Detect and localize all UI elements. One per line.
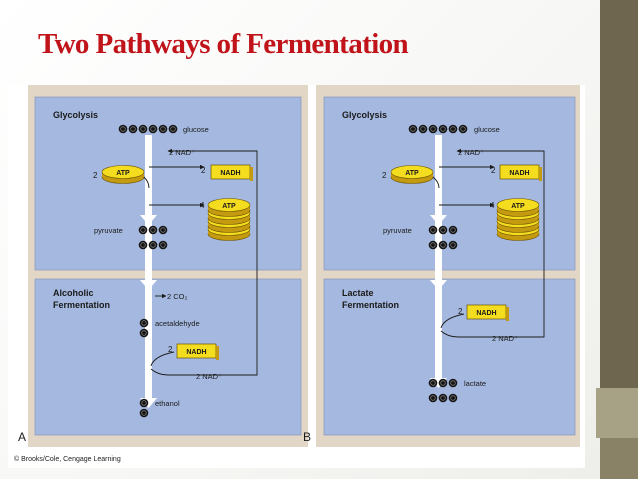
fermentation-diagram: Glycolysis glucose 2 NAD⁺ 2 ATP 2 NADH 4 [28,85,580,447]
ferm-nadh-count-b: 2 [458,307,463,316]
glycolysis-label-b: Glycolysis [342,110,387,120]
panel-a: Glycolysis glucose 2 NAD⁺ 2 ATP 2 NADH 4 [28,85,308,447]
atp-input-arrow-b [432,176,440,189]
nadh-label-a: NADH [220,170,240,177]
glycolysis-label-a: Glycolysis [53,110,98,120]
fermentation-box-b [323,278,576,436]
ferm-nadh-label-a: NADH [186,349,206,356]
atp-out-label-a: ATP [222,203,236,210]
nad-in-label-b: 2 NAD⁺ [458,148,484,157]
nadh-count-b: 2 [491,166,496,175]
atp-input-label-a: ATP [116,170,130,177]
atp-out-count-b: 4 [490,201,495,210]
panel-b: Glycolysis glucose 2 NAD⁺ 2 ATP 2 NADH 4 [316,85,580,447]
fermentation-figure: Glycolysis glucose 2 NAD⁺ 2 ATP 2 NADH 4 [8,85,585,468]
side-accent-block [596,388,638,438]
atp-out-count-a: 4 [200,201,205,210]
ferm-nadh-label-b: NADH [476,310,496,317]
flow-arrow-a [145,135,152,400]
nad-return-arrow-a [167,148,258,158]
pyruvate-label-a: pyruvate [94,226,123,235]
atp-input-label-b: ATP [405,170,419,177]
fermentation-label-b-line1: Lactate [342,288,374,298]
fermentation-label-a-line1: Alcoholic [53,288,94,298]
side-accent-bottom [600,438,638,479]
ferm-nadh-arrow-a [150,351,175,367]
glycolysis-box-b [323,96,576,271]
ferm-nadh-count-a: 2 [168,345,173,354]
nadh-count-a: 2 [201,166,206,175]
nad-out-label-b: 2 NAD⁺ [492,334,518,343]
lactate-label-b: lactate [464,379,486,388]
nad-out-label-a: 2 NAD⁺ [196,372,222,381]
nad-in-label-a: 2 NAD⁺ [169,148,195,157]
nadh-label-b: NADH [509,170,529,177]
atp-count-b: 2 [382,171,387,180]
glucose-label-a: glucose [183,125,209,134]
glycolysis-box-a [34,96,302,271]
pyruvate-label-b: pyruvate [383,226,412,235]
acetaldehyde-label-a: acetaldehyde [155,319,200,328]
image-credit: © Brooks/Cole, Cengage Learning [14,456,121,463]
panel-a-letter: A [18,430,27,444]
fermentation-label-a-line2: Fermentation [53,300,110,310]
ethanol-label-a: ethanol [155,399,180,408]
ferm-nadh-arrow-b [440,313,465,329]
slide-title: Two Pathways of Fermentation [38,28,409,60]
atp-out-label-b: ATP [511,203,525,210]
panel-b-letter: B [303,430,312,444]
nad-return-arrow-b [456,148,545,158]
atp-count-a: 2 [93,171,98,180]
flow-arrow-b [435,135,442,380]
atp-input-arrow-a [143,176,150,189]
nad-recycle-line-b [440,158,545,338]
nad-recycle-line-a [150,158,258,376]
co2-label-a: 2 CO₂ [167,292,188,301]
glucose-label-b: glucose [474,125,500,134]
fermentation-label-b-line2: Fermentation [342,300,399,310]
